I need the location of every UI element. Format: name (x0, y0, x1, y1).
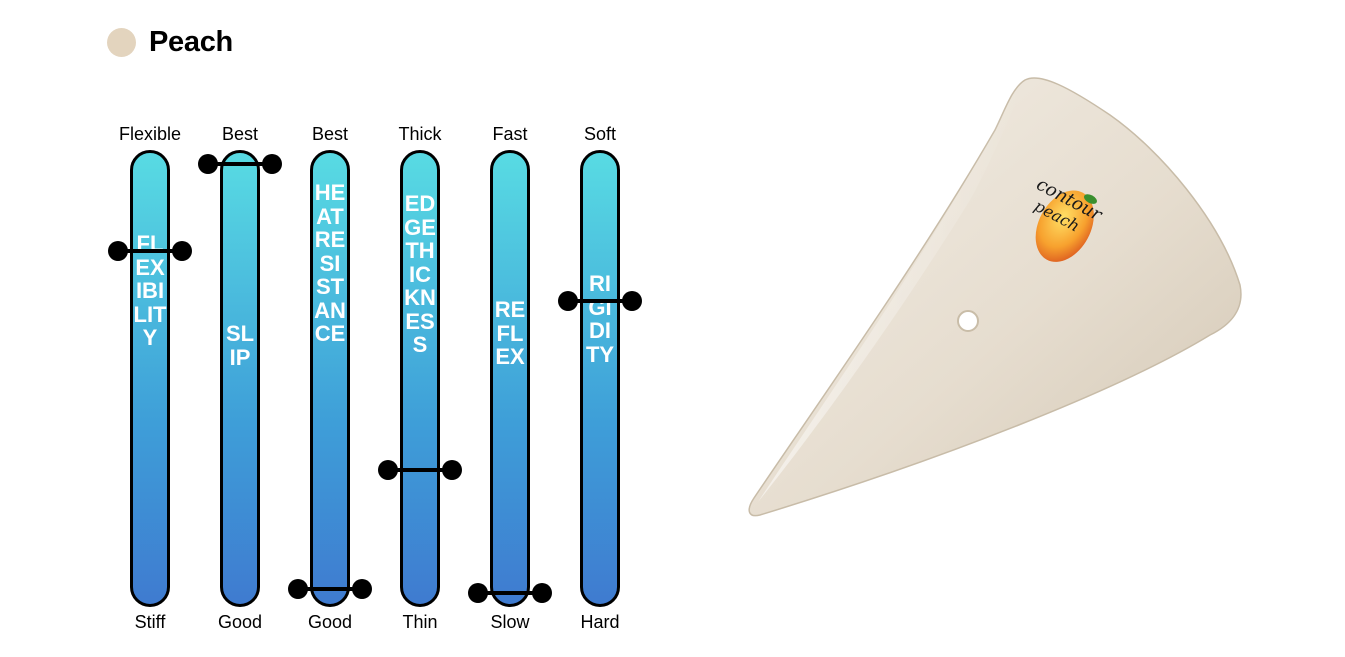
gauge-top-label: Best (221, 124, 259, 144)
product-title: Peach (149, 25, 233, 58)
marker-dot (558, 290, 578, 311)
marker-dot (468, 583, 488, 604)
marker-bar (297, 586, 363, 591)
gauge-bottom-label: Hard (580, 612, 620, 632)
gauge-name: RIGIDITY (585, 271, 615, 367)
marker-dot (352, 578, 372, 599)
marker-bar (387, 467, 453, 472)
gauge-bottom-label: Good (217, 612, 263, 632)
gauge-bottom-label: Good (307, 612, 353, 632)
gauge-bottom-label: Stiff (134, 612, 166, 632)
marker-bar (477, 591, 543, 596)
marker-dot (172, 240, 192, 261)
gauge-tube: HEAT RESISTANCE (310, 150, 350, 607)
gauge-top-label: Thick (398, 124, 442, 144)
color-swatch-icon (107, 27, 136, 57)
gauge-top-label: Fast (492, 124, 528, 144)
gauge-bottom-label: Slow (490, 612, 530, 632)
marker-dot (108, 240, 128, 261)
marker-bar (567, 298, 633, 303)
gauge-tube: FLEXIBILITY (130, 150, 170, 607)
marker-dot (532, 583, 552, 604)
gauge-bottom-label: Thin (402, 612, 438, 632)
gauge-name: SLIP (225, 321, 255, 370)
gauge-name: EDGE THICKNESS (404, 191, 436, 357)
marker-dot (288, 578, 308, 599)
marker-bar (207, 161, 273, 166)
squeegee-image: contour peach (748, 77, 1242, 517)
gauge-tube: EDGE THICKNESS (400, 150, 440, 607)
squeegee-body (748, 77, 1242, 517)
gauge-top-label: Best (311, 124, 349, 144)
marker-dot (442, 459, 462, 480)
marker-bar (117, 248, 183, 253)
gauge-tube: REFLEX (490, 150, 530, 607)
marker-dot (378, 459, 398, 480)
product-header: Peach (107, 24, 233, 60)
gauge-name: HEAT RESISTANCE (314, 180, 350, 346)
marker-dot (262, 153, 282, 174)
gauge-top-label: Flexible (118, 124, 182, 144)
hanging-hole (957, 310, 979, 332)
gauge-name: FLEXIBILITY (133, 231, 167, 350)
marker-dot (622, 290, 642, 311)
gauge-tube: SLIP (220, 150, 260, 607)
marker-dot (198, 153, 218, 174)
gauge-top-label: Soft (583, 124, 617, 144)
gauge-name: REFLEX (494, 297, 526, 369)
gauge-tube: RIGIDITY (580, 150, 620, 607)
